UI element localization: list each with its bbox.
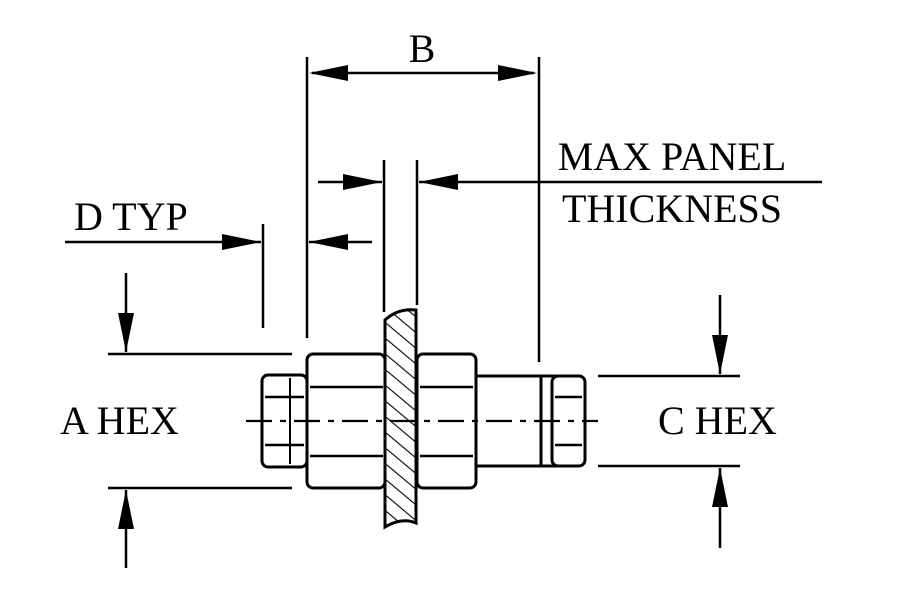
dimension-d-typ: D TYP (65, 194, 372, 328)
arrow-down-icon (712, 335, 728, 374)
arrow-right-icon (498, 65, 537, 81)
arrow-left-icon (419, 174, 458, 190)
dimension-c-hex: C HEX (598, 295, 777, 548)
label-a-hex: A HEX (60, 398, 179, 443)
arrow-right-icon (222, 234, 261, 250)
dimension-a-hex: A HEX (60, 273, 292, 568)
panel-section (383, 308, 418, 530)
arrow-down-icon (118, 313, 134, 352)
label-c-hex: C HEX (658, 398, 777, 443)
label-max-panel: MAX PANEL (558, 134, 787, 179)
arrow-left-icon (309, 65, 348, 81)
dimension-b: B (305, 26, 541, 362)
label-d-typ: D TYP (74, 194, 188, 239)
dimension-max-panel-thickness: MAX PANEL THICKNESS (318, 134, 822, 312)
arrow-up-icon (712, 468, 728, 507)
arrow-right-icon (343, 174, 382, 190)
arrow-left-icon (309, 234, 348, 250)
label-thickness: THICKNESS (562, 186, 782, 231)
arrow-up-icon (118, 490, 134, 529)
label-b: B (409, 26, 436, 71)
